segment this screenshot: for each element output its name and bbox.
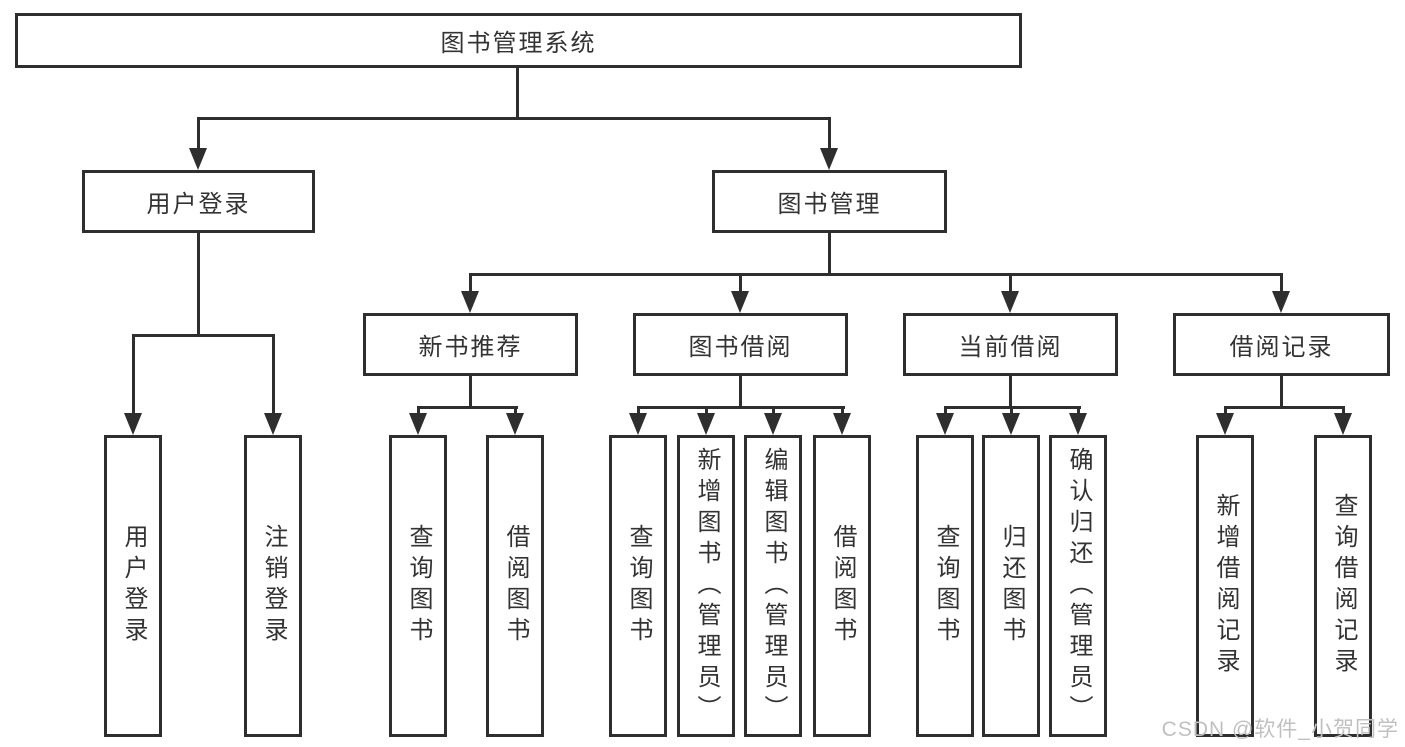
node-book-management: 图书管理: [712, 170, 947, 233]
connector-line: [637, 406, 640, 415]
connector-line: [1224, 406, 1227, 415]
arrowhead-down-icon: [936, 413, 954, 435]
connector-line: [739, 376, 742, 409]
node-label: 图书借阅: [688, 334, 793, 361]
arrowhead-down-icon: [409, 413, 427, 435]
arrowhead-down-icon: [731, 291, 749, 313]
node-current-borrow: 当前借阅: [903, 313, 1118, 376]
arrowhead-down-icon: [1001, 291, 1019, 313]
leaf-return-books: 归还图书: [982, 435, 1040, 737]
node-label: 确认归还（管理员）: [1065, 446, 1092, 726]
arrowhead-down-icon: [1334, 413, 1352, 435]
node-label: 新书推荐: [418, 334, 523, 361]
connector-line: [828, 117, 831, 150]
node-borrow-records: 借阅记录: [1173, 313, 1390, 376]
connector-line: [417, 406, 518, 409]
node-label: 图书管理: [777, 191, 882, 218]
connector-line: [705, 406, 708, 415]
arrowhead-down-icon: [264, 413, 282, 435]
arrowhead-down-icon: [697, 413, 715, 435]
node-label: 查询图书: [932, 524, 959, 648]
connector-line: [469, 273, 472, 293]
arrowhead-down-icon: [124, 413, 142, 435]
connector-line: [514, 406, 517, 415]
leaf-query-borrow-record: 查询借阅记录: [1314, 435, 1372, 737]
arrowhead-down-icon: [1216, 413, 1234, 435]
node-label: 查询借阅记录: [1330, 493, 1357, 679]
leaf-query-books-borrow: 查询图书: [609, 435, 667, 737]
connector-line: [516, 68, 519, 119]
arrowhead-down-icon: [1069, 413, 1087, 435]
node-new-book-recommend: 新书推荐: [363, 313, 578, 376]
connector-line: [197, 233, 200, 337]
arrowhead-down-icon: [820, 148, 838, 170]
leaf-query-books-current: 查询图书: [916, 435, 974, 737]
connector-line: [944, 406, 947, 415]
leaf-logout: 注销登录: [244, 435, 302, 737]
connector-line: [1010, 406, 1013, 415]
connector-line: [841, 406, 844, 415]
arrowhead-down-icon: [764, 413, 782, 435]
arrowhead-down-icon: [506, 413, 524, 435]
connector-line: [637, 406, 845, 409]
node-label: 图书管理系统: [440, 30, 597, 57]
csdn-watermark: CSDN @软件_小贺同学: [1161, 718, 1399, 741]
connector-line: [828, 233, 831, 276]
connector-line: [1077, 406, 1080, 415]
arrowhead-down-icon: [1002, 413, 1020, 435]
node-label: 借阅图书: [502, 524, 529, 648]
connector-line: [197, 117, 200, 150]
node-label: 借阅图书: [829, 524, 856, 648]
node-library-system: 图书管理系统: [15, 13, 1022, 68]
node-label: 新增借阅记录: [1212, 493, 1239, 679]
connector-line: [1224, 406, 1345, 409]
connector-line: [772, 406, 775, 415]
leaf-user-login: 用户登录: [104, 435, 162, 737]
connector-line: [1280, 273, 1283, 293]
leaf-add-books-admin: 新增图书（管理员）: [677, 435, 735, 737]
node-label: 注销登录: [260, 524, 287, 648]
arrowhead-down-icon: [461, 291, 479, 313]
connector-line: [132, 334, 275, 337]
node-label: 查询图书: [625, 524, 652, 648]
connector-line: [739, 273, 742, 293]
leaf-add-borrow-record: 新增借阅记录: [1196, 435, 1254, 737]
arrowhead-down-icon: [1272, 291, 1290, 313]
connector-line: [132, 334, 135, 413]
node-label: 查询图书: [405, 524, 432, 648]
arrowhead-down-icon: [833, 413, 851, 435]
node-label: 编辑图书（管理员）: [760, 446, 787, 726]
node-label: 归还图书: [998, 524, 1025, 648]
node-label: 用户登录: [120, 524, 147, 648]
leaf-query-books-recommend: 查询图书: [389, 435, 447, 737]
connector-line: [272, 334, 275, 413]
connector-line: [1009, 273, 1012, 293]
connector-line: [469, 376, 472, 409]
connector-line: [1009, 376, 1012, 409]
node-label: 用户登录: [146, 191, 251, 218]
node-label: 借阅记录: [1229, 334, 1334, 361]
node-label: 当前借阅: [958, 334, 1063, 361]
connector-line: [469, 273, 1283, 276]
node-user-login-branch: 用户登录: [82, 170, 315, 233]
leaf-borrow-books-recommend: 借阅图书: [486, 435, 544, 737]
node-label: 新增图书（管理员）: [693, 446, 720, 726]
leaf-confirm-return-admin: 确认归还（管理员）: [1049, 435, 1107, 737]
arrowhead-down-icon: [189, 148, 207, 170]
node-book-borrow: 图书借阅: [633, 313, 848, 376]
leaf-borrow-books: 借阅图书: [813, 435, 871, 737]
connector-line: [197, 117, 831, 120]
connector-line: [1342, 406, 1345, 415]
connector-line: [417, 406, 420, 415]
leaf-edit-books-admin: 编辑图书（管理员）: [744, 435, 802, 737]
connector-line: [1280, 376, 1283, 409]
arrowhead-down-icon: [629, 413, 647, 435]
